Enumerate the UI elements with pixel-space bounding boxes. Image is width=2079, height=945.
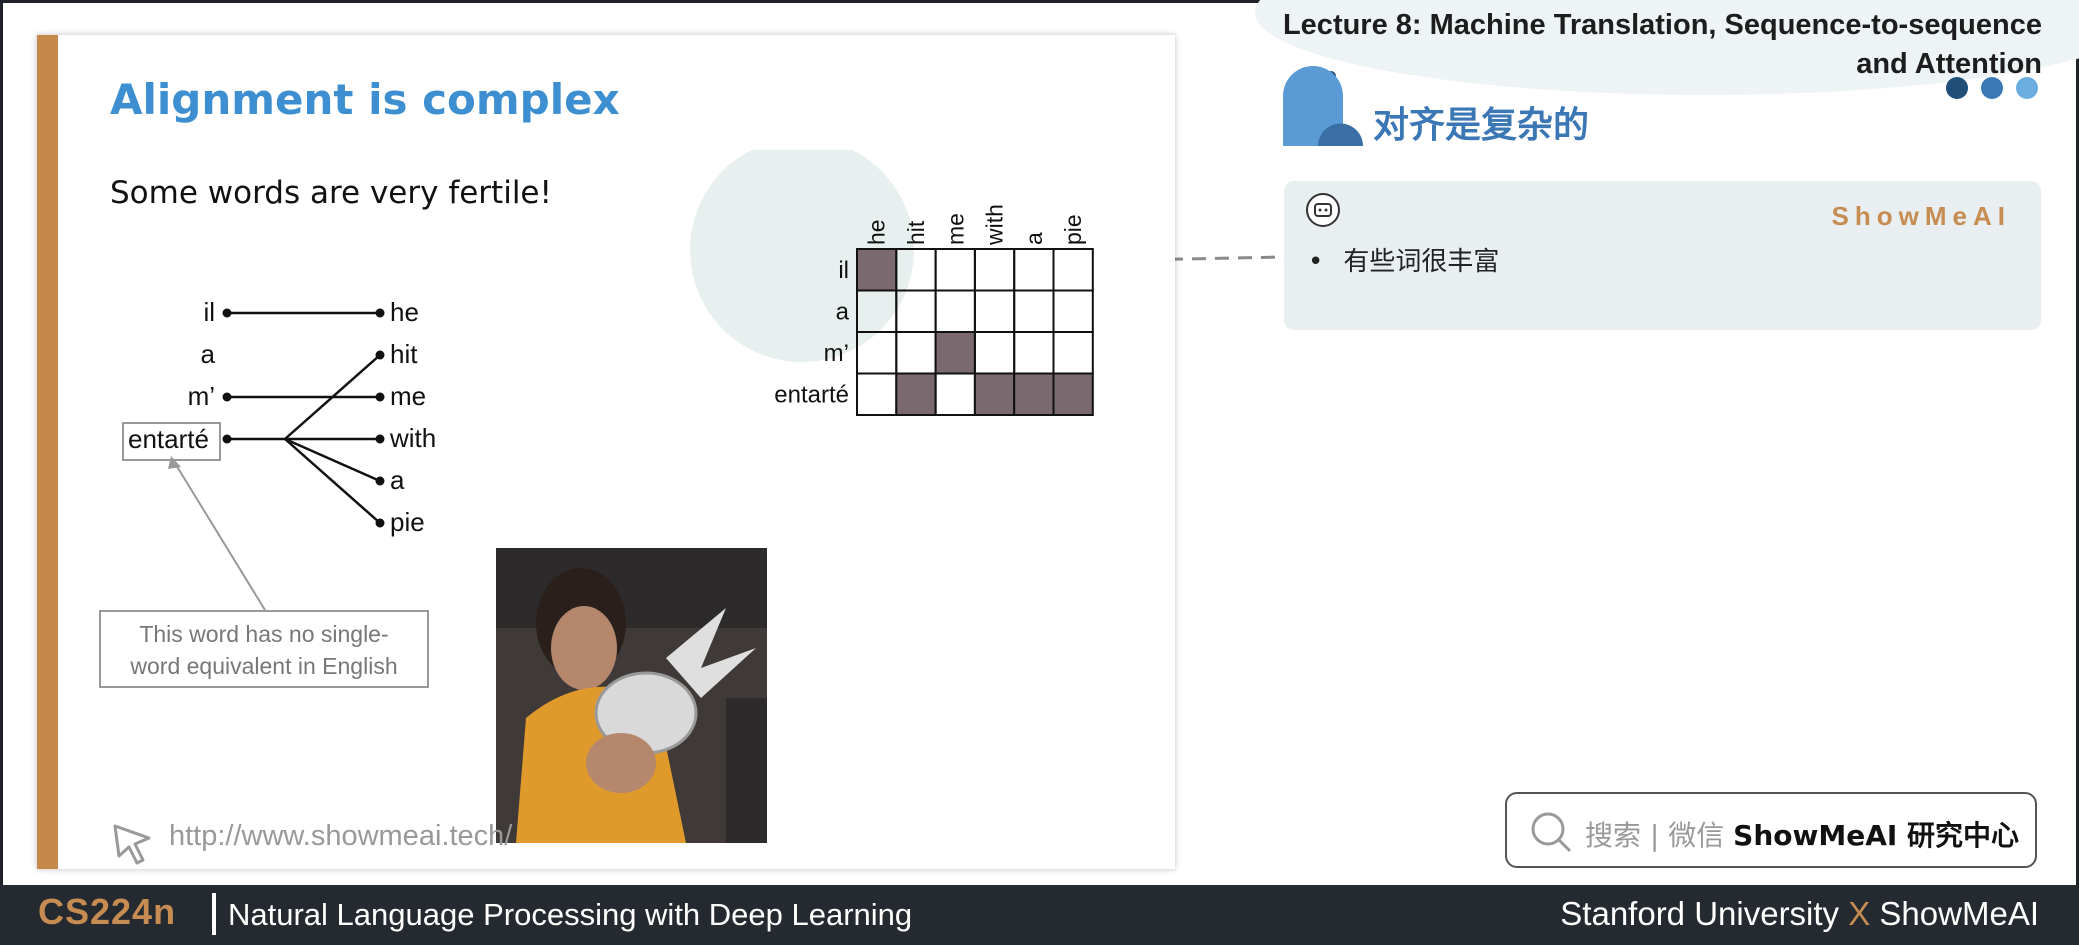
matrix-cell xyxy=(895,248,937,292)
slide: Alignment is complex Some words are very… xyxy=(37,35,1175,869)
cursor-icon xyxy=(113,824,151,865)
matrix-row-label: a xyxy=(836,298,850,325)
pie-photo xyxy=(496,548,767,843)
matrix-col-label: with xyxy=(982,204,1008,246)
matrix-cell xyxy=(934,289,976,333)
entarte-highlight-box xyxy=(122,422,221,461)
lecture-title-line2: and Attention xyxy=(1856,48,2042,80)
footer-separator xyxy=(212,893,216,935)
matrix-cell xyxy=(856,289,898,333)
matrix-cell xyxy=(895,372,937,416)
slide-title: Alignment is complex xyxy=(110,75,620,124)
search-label: 搜索 | 微信 ShowMeAI 研究中心 xyxy=(1585,814,2019,854)
matrix-cell xyxy=(1013,248,1055,292)
matrix-cell xyxy=(895,289,937,333)
french-word-a: a xyxy=(200,339,215,369)
section-title: 对齐是复杂的 xyxy=(1373,105,1590,146)
dot-dark xyxy=(1946,77,1968,99)
search-box[interactable]: 搜索 | 微信 ShowMeAI 研究中心 xyxy=(1505,792,2037,868)
course-subtitle: Natural Language Processing with Deep Le… xyxy=(228,897,913,932)
matrix-cell xyxy=(934,248,976,292)
matrix-col-label: a xyxy=(1021,232,1047,245)
matrix-cell xyxy=(934,372,976,416)
matrix-col-label: me xyxy=(942,213,968,245)
section-shape-icon xyxy=(1283,66,1363,146)
search-icon xyxy=(1531,812,1572,853)
footer-bar: CS224n Natural Language Processing with … xyxy=(0,885,2079,945)
bullet-marker: • xyxy=(1308,247,1324,277)
matrix-col-label: hit xyxy=(903,220,929,245)
search-text: 搜索 | 微信 xyxy=(1585,819,1725,852)
matrix-cell xyxy=(856,331,898,375)
matrix-col-label: pie xyxy=(1060,214,1086,245)
matrix-row-label: entarté xyxy=(774,381,849,408)
french-word-m: m’ xyxy=(187,381,215,411)
bullet-item: • 有些词很丰富 xyxy=(1308,241,1499,278)
note-card: ShowMeAI • 有些词很丰富 xyxy=(1284,181,2041,330)
lecture-title: Lecture 8: Machine Translation, Sequence… xyxy=(1282,6,2042,84)
matrix-cell xyxy=(973,372,1016,416)
matrix-cell xyxy=(973,248,1016,292)
matrix-cell xyxy=(856,372,898,416)
french-word-entarte: entarté xyxy=(128,424,209,454)
matrix-cell xyxy=(1052,372,1094,416)
dot-mid xyxy=(1981,77,2003,99)
french-word-il: il xyxy=(203,297,215,327)
robot-icon xyxy=(1306,193,1340,227)
dot-light xyxy=(2016,77,2038,99)
english-word-with: with xyxy=(390,423,437,453)
website-link[interactable]: http://www.showmeai.tech/ xyxy=(169,820,513,852)
matrix-cell xyxy=(934,331,976,375)
bullet-text: 有些词很丰富 xyxy=(1343,247,1500,277)
credit-stanford: Stanford University xyxy=(1560,895,1840,932)
matrix-cell xyxy=(973,289,1016,333)
note-box: This word has no single- word equivalent… xyxy=(99,610,429,688)
course-code: CS224n xyxy=(38,891,177,932)
note-line2: word equivalent in English xyxy=(130,653,398,679)
matrix-cell xyxy=(1013,289,1055,333)
matrix-row-label: m’ xyxy=(824,340,849,367)
matrix-cell xyxy=(973,331,1016,375)
note-line1: This word has no single- xyxy=(139,621,389,647)
matrix-row-label: il xyxy=(838,257,849,284)
search-brand: ShowMeAI 研究中心 xyxy=(1733,819,2020,852)
slide-subtitle: Some words are very fertile! xyxy=(110,175,552,211)
credit-x: X xyxy=(1848,895,1871,932)
slide-accent-bar xyxy=(37,35,58,869)
credit-showmeai: ShowMeAI xyxy=(1879,895,2039,932)
footer-credit: Stanford University X ShowMeAI xyxy=(1560,895,2039,933)
matrix-cell xyxy=(856,248,898,292)
brand-label: ShowMeAI xyxy=(1831,201,2011,231)
matrix-cell xyxy=(895,331,937,375)
english-word-pie: pie xyxy=(390,507,425,537)
english-word-hit: hit xyxy=(390,339,418,369)
matrix-cell xyxy=(1013,372,1055,416)
lecture-title-line1: Lecture 8: Machine Translation, Sequence… xyxy=(1282,9,2042,41)
matrix-cell xyxy=(1052,331,1094,375)
matrix-cell xyxy=(1052,289,1094,333)
matrix-cell xyxy=(1052,248,1094,292)
english-word-me: me xyxy=(390,381,427,411)
alignment-diagram xyxy=(168,308,385,611)
english-word-a: a xyxy=(390,465,405,495)
matrix-col-label: he xyxy=(864,219,890,245)
english-word-he: he xyxy=(390,297,419,327)
matrix-cell xyxy=(1013,331,1055,375)
